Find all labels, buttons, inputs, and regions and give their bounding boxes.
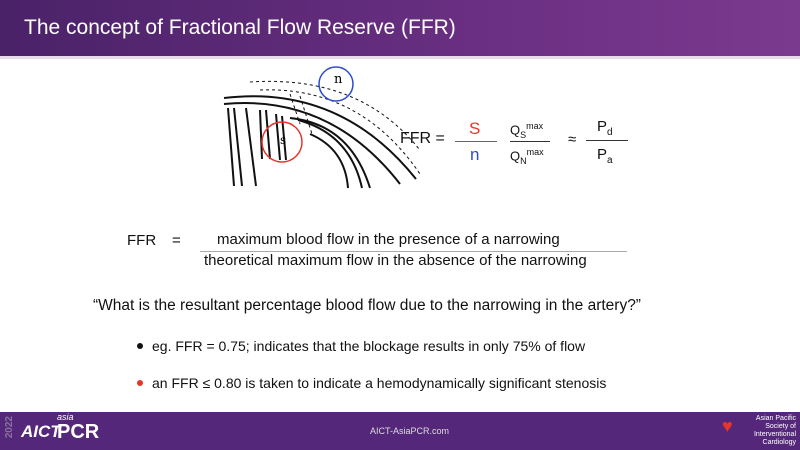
bullet-item: eg. FFR = 0.75; indicates that the block…	[137, 338, 585, 354]
question-text: “What is the resultant percentage blood …	[93, 297, 641, 314]
formula-lhs: FFR =	[400, 130, 445, 147]
label-n: n	[334, 72, 343, 87]
year: 2022	[4, 416, 15, 439]
approx-symbol: ≈	[568, 131, 577, 148]
artery-diagram: n s	[223, 66, 420, 189]
society-name: Asian Pacific Society of Interventional …	[753, 415, 796, 446]
s-circle	[261, 121, 303, 163]
formula-qn: QNmax	[510, 147, 544, 166]
formula-qs: QSmax	[510, 121, 544, 140]
aict-logo: AICT	[21, 422, 61, 441]
divider	[0, 56, 800, 59]
formula-n: n	[470, 145, 480, 164]
definition-denominator: theoretical maximum flow in the absence …	[204, 252, 587, 269]
definition-numerator: maximum blood flow in the presence of a …	[217, 231, 560, 248]
website-link[interactable]: AICT-AsiaPCR.com	[370, 426, 450, 436]
footer: 2022 AICT asia PCR AICT-AsiaPCR.com ♥ As…	[0, 412, 800, 450]
formula-pa: Pa	[597, 146, 613, 166]
n-circle	[318, 66, 354, 102]
label-s: s	[280, 133, 286, 147]
asia-logo: asia	[57, 412, 74, 422]
bullet-item: an FFR ≤ 0.80 is taken to indicate a hem…	[137, 375, 606, 391]
slide-title: The concept of Fractional Flow Reserve (…	[24, 16, 456, 39]
heart-logo-icon: ♥	[722, 416, 733, 436]
formula-pd: Pd	[597, 118, 613, 138]
title-bar: The concept of Fractional Flow Reserve (…	[0, 0, 800, 56]
pcr-logo: PCR	[57, 421, 100, 443]
formula-s: S	[469, 119, 481, 138]
